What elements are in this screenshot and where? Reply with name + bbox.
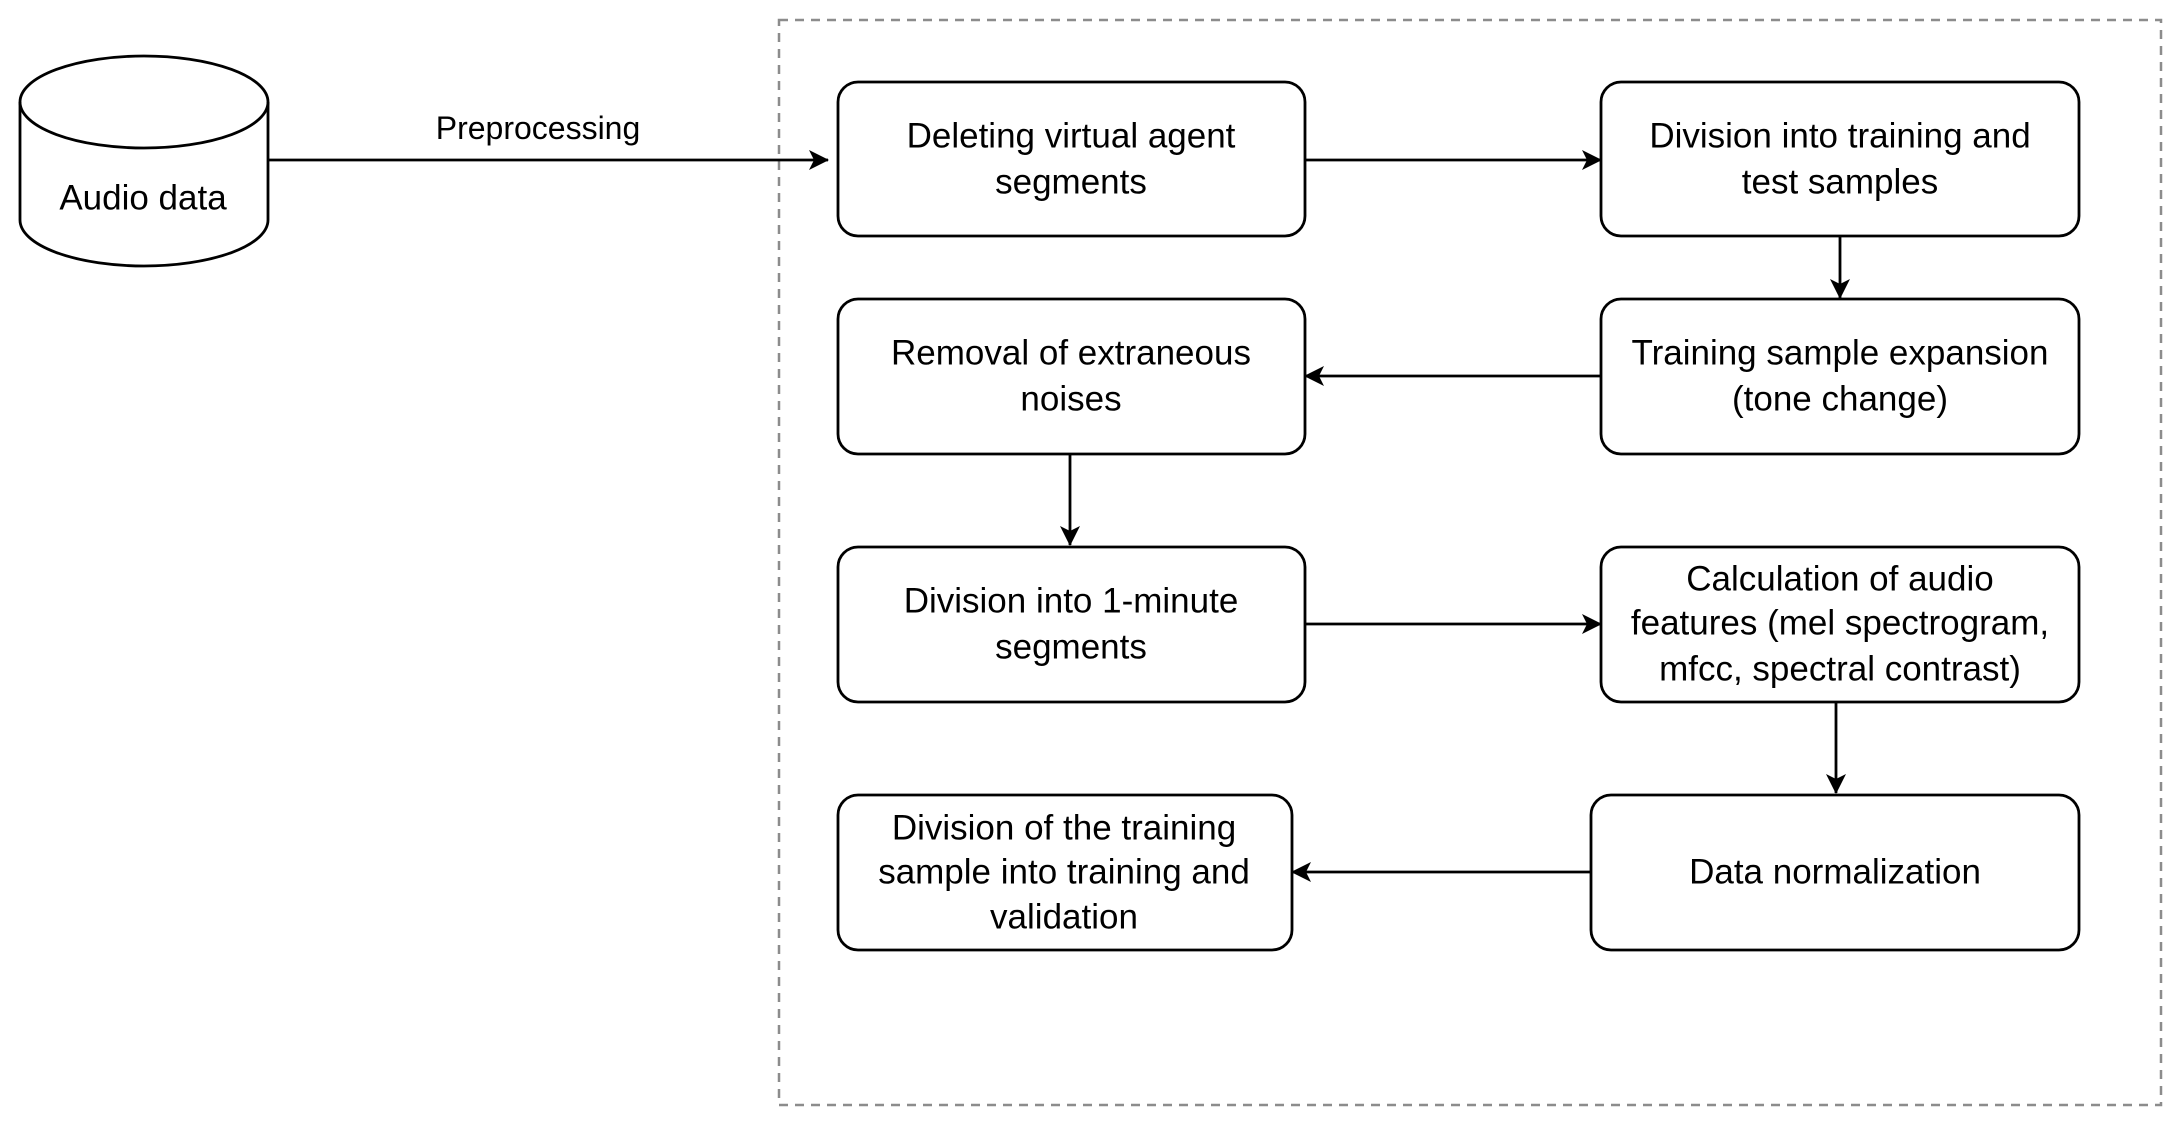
- edges: [268, 150, 1850, 882]
- step-division-into-1-minute-segments: Division into 1-minute segments: [836, 545, 1307, 704]
- step-line: Removal of extraneous: [891, 334, 1251, 373]
- step-line: segments: [995, 163, 1147, 202]
- step-training-sample-expansion: Training sample expansion (tone change): [1599, 297, 2081, 456]
- preprocessing-group: [777, 18, 2163, 1107]
- preprocessing-label: Preprocessing: [436, 110, 641, 146]
- step-line: Deleting virtual agent: [907, 117, 1236, 156]
- step-line: Division into training and: [1649, 117, 2030, 156]
- step-line: Division of the training: [892, 809, 1236, 848]
- step-line: mfcc, spectral contrast): [1659, 650, 2021, 689]
- step-line: (tone change): [1732, 380, 1948, 419]
- step-line: Division into 1-minute: [904, 582, 1239, 621]
- step-line: validation: [990, 898, 1138, 937]
- step-data-normalization: Data normalization: [1589, 793, 2081, 952]
- step-division-of-training-sample-into-training-and-validation: Division of the training sample into tra…: [836, 793, 1294, 952]
- audio-data-cylinder: Audio data: [18, 54, 270, 268]
- audio-data-label: Audio data: [59, 179, 227, 218]
- step-line: Calculation of audio: [1686, 560, 1993, 599]
- step-calculation-of-audio-features: Calculation of audio features (mel spect…: [1599, 545, 2081, 704]
- step-line: test samples: [1742, 163, 1938, 202]
- step-line: Data normalization: [1689, 853, 1981, 892]
- step-division-into-training-and-test-samples: Division into training and test samples: [1599, 80, 2081, 238]
- step-removal-of-extraneous-noises: Removal of extraneous noises: [836, 297, 1307, 456]
- step-line: Training sample expansion: [1632, 334, 2049, 373]
- step-deleting-virtual-agent-segments: Deleting virtual agent segments: [836, 80, 1307, 238]
- step-line: segments: [995, 628, 1147, 667]
- step-line: noises: [1020, 380, 1121, 419]
- step-line: sample into training and: [878, 853, 1250, 892]
- step-line: features (mel spectrogram,: [1631, 604, 2049, 643]
